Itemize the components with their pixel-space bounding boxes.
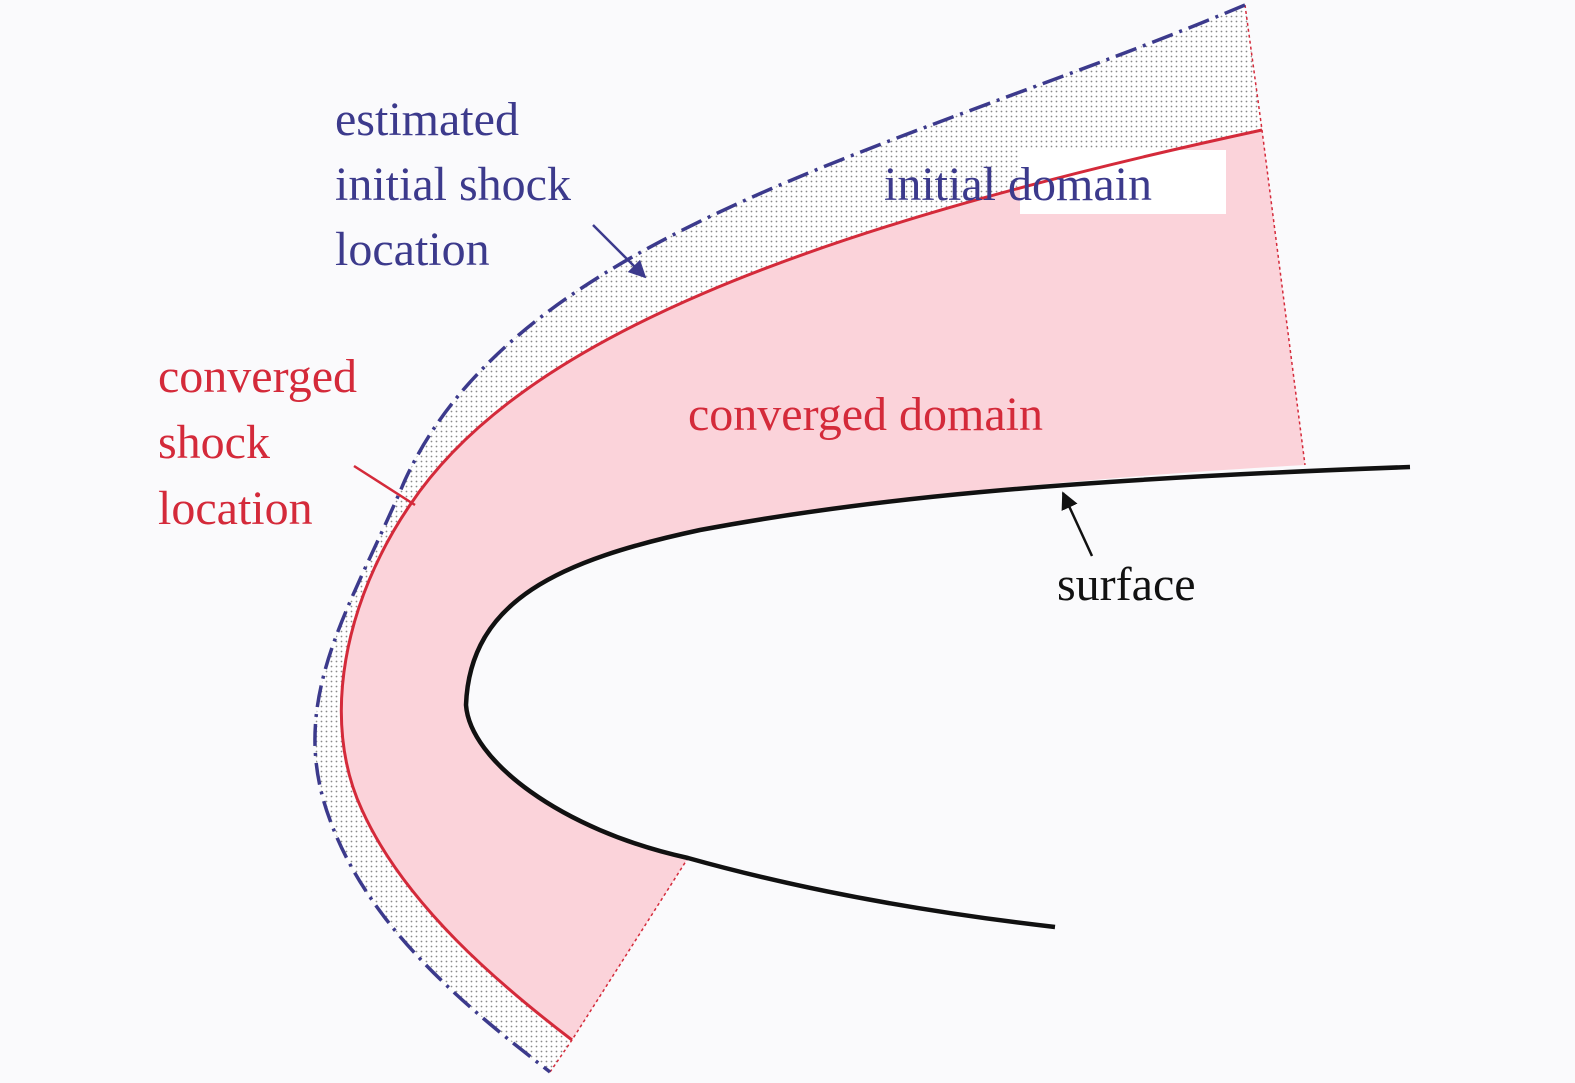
converged-domain-region [341,130,1305,1040]
converged-shock-label-line3: location [158,482,313,535]
estimated-shock-label: estimated initial shock location [335,93,571,276]
estimated-shock-label-line2: initial shock [335,158,571,211]
initial-domain-label: initial domain [884,158,1152,211]
estimated-shock-label-line1: estimated [335,93,519,146]
converged-shock-line [339,128,1263,1042]
converged-shock-label-line1: converged [158,350,357,403]
estimated-shock-label-line3: location [335,223,490,276]
surface-line [463,464,1411,930]
estimated-shock-line [313,3,1246,1074]
converged-shock-label-line2: shock [158,416,270,469]
surface-label: surface [1057,558,1196,611]
surface-leader [1061,491,1094,557]
converged-shock-label: converged shock location [158,350,357,535]
converged-shock-leader [353,464,416,507]
converged-domain-label: converged domain [688,388,1043,441]
initial-domain-region [314,5,1262,1072]
estimated-shock-leader [592,224,647,279]
